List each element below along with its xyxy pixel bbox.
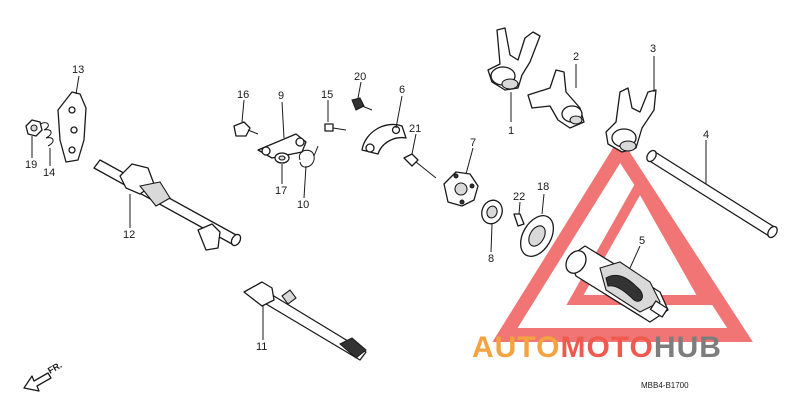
leader-lines	[31, 56, 707, 340]
front-arrow-icon	[23, 372, 52, 392]
watermark-text: AUTOMOTOHUB	[472, 331, 722, 364]
watermark-hub: HUB	[654, 331, 722, 364]
callout-14: 14	[43, 167, 55, 179]
callout-2: 2	[573, 51, 579, 63]
part-11-gearshift-spindle	[243, 281, 367, 361]
callout-5: 5	[639, 235, 645, 247]
part-13-guide-plate	[57, 91, 87, 163]
part-2-shift-fork	[527, 69, 585, 129]
part-16-bolt	[233, 121, 259, 137]
part-10-spring	[298, 145, 319, 168]
part-3-shift-fork	[605, 87, 657, 153]
callout-15: 15	[321, 89, 333, 101]
callout-labels: 1 2 3 4 5 6 7 8 9 10 11 12 13 14 15 16 1…	[25, 43, 709, 353]
part-21-bolt	[403, 153, 437, 179]
callout-22: 22	[513, 191, 525, 203]
callout-19: 19	[25, 159, 37, 171]
part-6-stopper-plate	[361, 123, 407, 155]
part-19-nut	[25, 119, 43, 137]
callout-6: 6	[399, 84, 405, 96]
callout-8: 8	[488, 253, 494, 265]
diagram-code: MBB4-B1700	[641, 381, 689, 390]
front-direction-indicator: FR.	[23, 360, 64, 392]
part-5-shift-drum	[565, 245, 669, 323]
callout-13: 13	[72, 64, 84, 76]
callout-16: 16	[237, 89, 249, 101]
part-9-stopper-arm	[257, 133, 307, 159]
callout-10: 10	[297, 199, 309, 211]
part-12-shift-spindle-spring	[93, 159, 242, 251]
callout-7: 7	[470, 137, 476, 149]
part-18-bearing	[519, 215, 555, 257]
part-17-washer	[274, 152, 290, 164]
part-7-drum-center	[443, 171, 479, 207]
callout-3: 3	[650, 43, 656, 55]
part-8-ring-gear	[481, 199, 503, 225]
callout-9: 9	[278, 90, 284, 102]
part-22-dowel-pin	[513, 213, 525, 227]
callout-20: 20	[354, 71, 366, 83]
callout-1: 1	[508, 125, 514, 137]
callout-4: 4	[703, 129, 709, 141]
part-4-fork-shaft	[646, 149, 778, 239]
callout-18: 18	[537, 181, 549, 193]
watermark-auto: AUTO	[472, 331, 560, 364]
part-15-bolt	[324, 123, 347, 132]
part-20-bolt	[351, 97, 373, 111]
watermark-moto: MOTO	[560, 331, 653, 364]
callout-17: 17	[275, 185, 287, 197]
callout-12: 12	[123, 229, 135, 241]
part-14-spring	[39, 122, 54, 147]
callout-11: 11	[256, 341, 267, 353]
part-1-shift-fork	[487, 27, 541, 91]
front-label: FR.	[46, 360, 64, 376]
callout-21: 21	[409, 123, 421, 135]
